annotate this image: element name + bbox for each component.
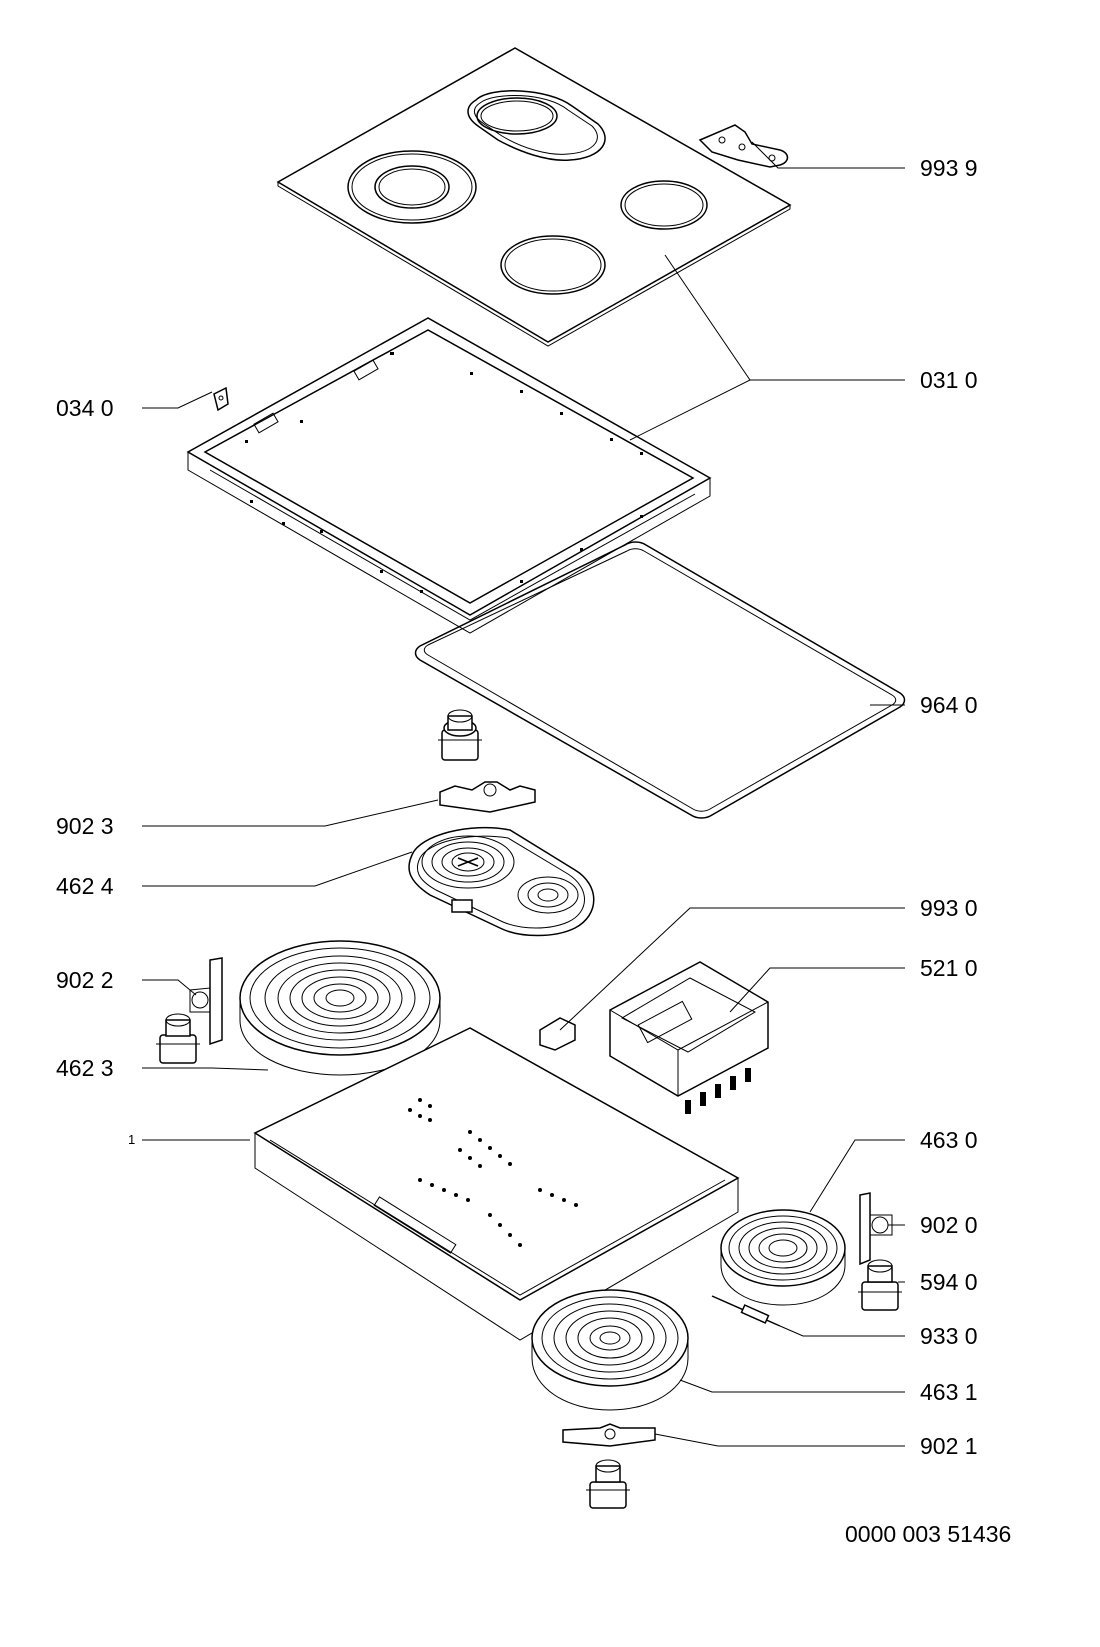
connection-box	[609, 961, 769, 1114]
callout-1: 1	[128, 1132, 136, 1147]
callout-521-0: 521 0	[920, 955, 978, 981]
callout-902-3: 902 3	[56, 813, 114, 839]
callout-462-4: 462 4	[56, 873, 114, 899]
callout-594-0: 594 0	[920, 1269, 978, 1295]
thermostat-bottom	[586, 1459, 630, 1509]
callout-031-0: 031 0	[920, 367, 978, 393]
callout-902-0: 902 0	[920, 1212, 978, 1238]
callout-902-1: 902 1	[920, 1433, 978, 1459]
hob-frame	[186, 317, 712, 634]
callout-463-0: 463 0	[920, 1127, 978, 1153]
thermostat-upper	[438, 709, 482, 761]
thermostat-594-0	[858, 1259, 902, 1311]
drawing-number: 0000 003 51436	[845, 1521, 1012, 1547]
callout-964-0: 964 0	[920, 692, 978, 718]
callout-463-1: 463 1	[920, 1379, 978, 1405]
bracket-part	[213, 386, 229, 412]
glass-ceramic-top	[276, 47, 792, 347]
oval-radiant-heater	[408, 826, 595, 937]
bracket-902-2	[189, 957, 223, 1046]
callout-902-2: 902 2	[56, 967, 114, 993]
seal-gasket	[414, 541, 906, 819]
callout-993-9: 993 9	[920, 155, 978, 181]
bracket-902-0	[859, 1192, 893, 1266]
bracket-902-3	[439, 781, 536, 813]
callout-462-3: 462 3	[56, 1055, 114, 1081]
sensor-933-0	[711, 1295, 781, 1327]
heater-463-1	[531, 1289, 689, 1411]
thermostat-left	[156, 1013, 200, 1064]
clip-993-0	[539, 1017, 576, 1051]
callout-933-0: 933 0	[920, 1323, 978, 1349]
heater-463-0	[720, 1209, 846, 1306]
callout-034-0: 034 0	[56, 395, 114, 421]
base-tray	[253, 1027, 740, 1341]
clip-part	[698, 124, 789, 168]
leader-lines	[142, 141, 905, 1447]
bracket-902-1	[562, 1423, 656, 1447]
round-dual-heater	[239, 940, 441, 1077]
callout-993-0: 993 0	[920, 895, 978, 921]
